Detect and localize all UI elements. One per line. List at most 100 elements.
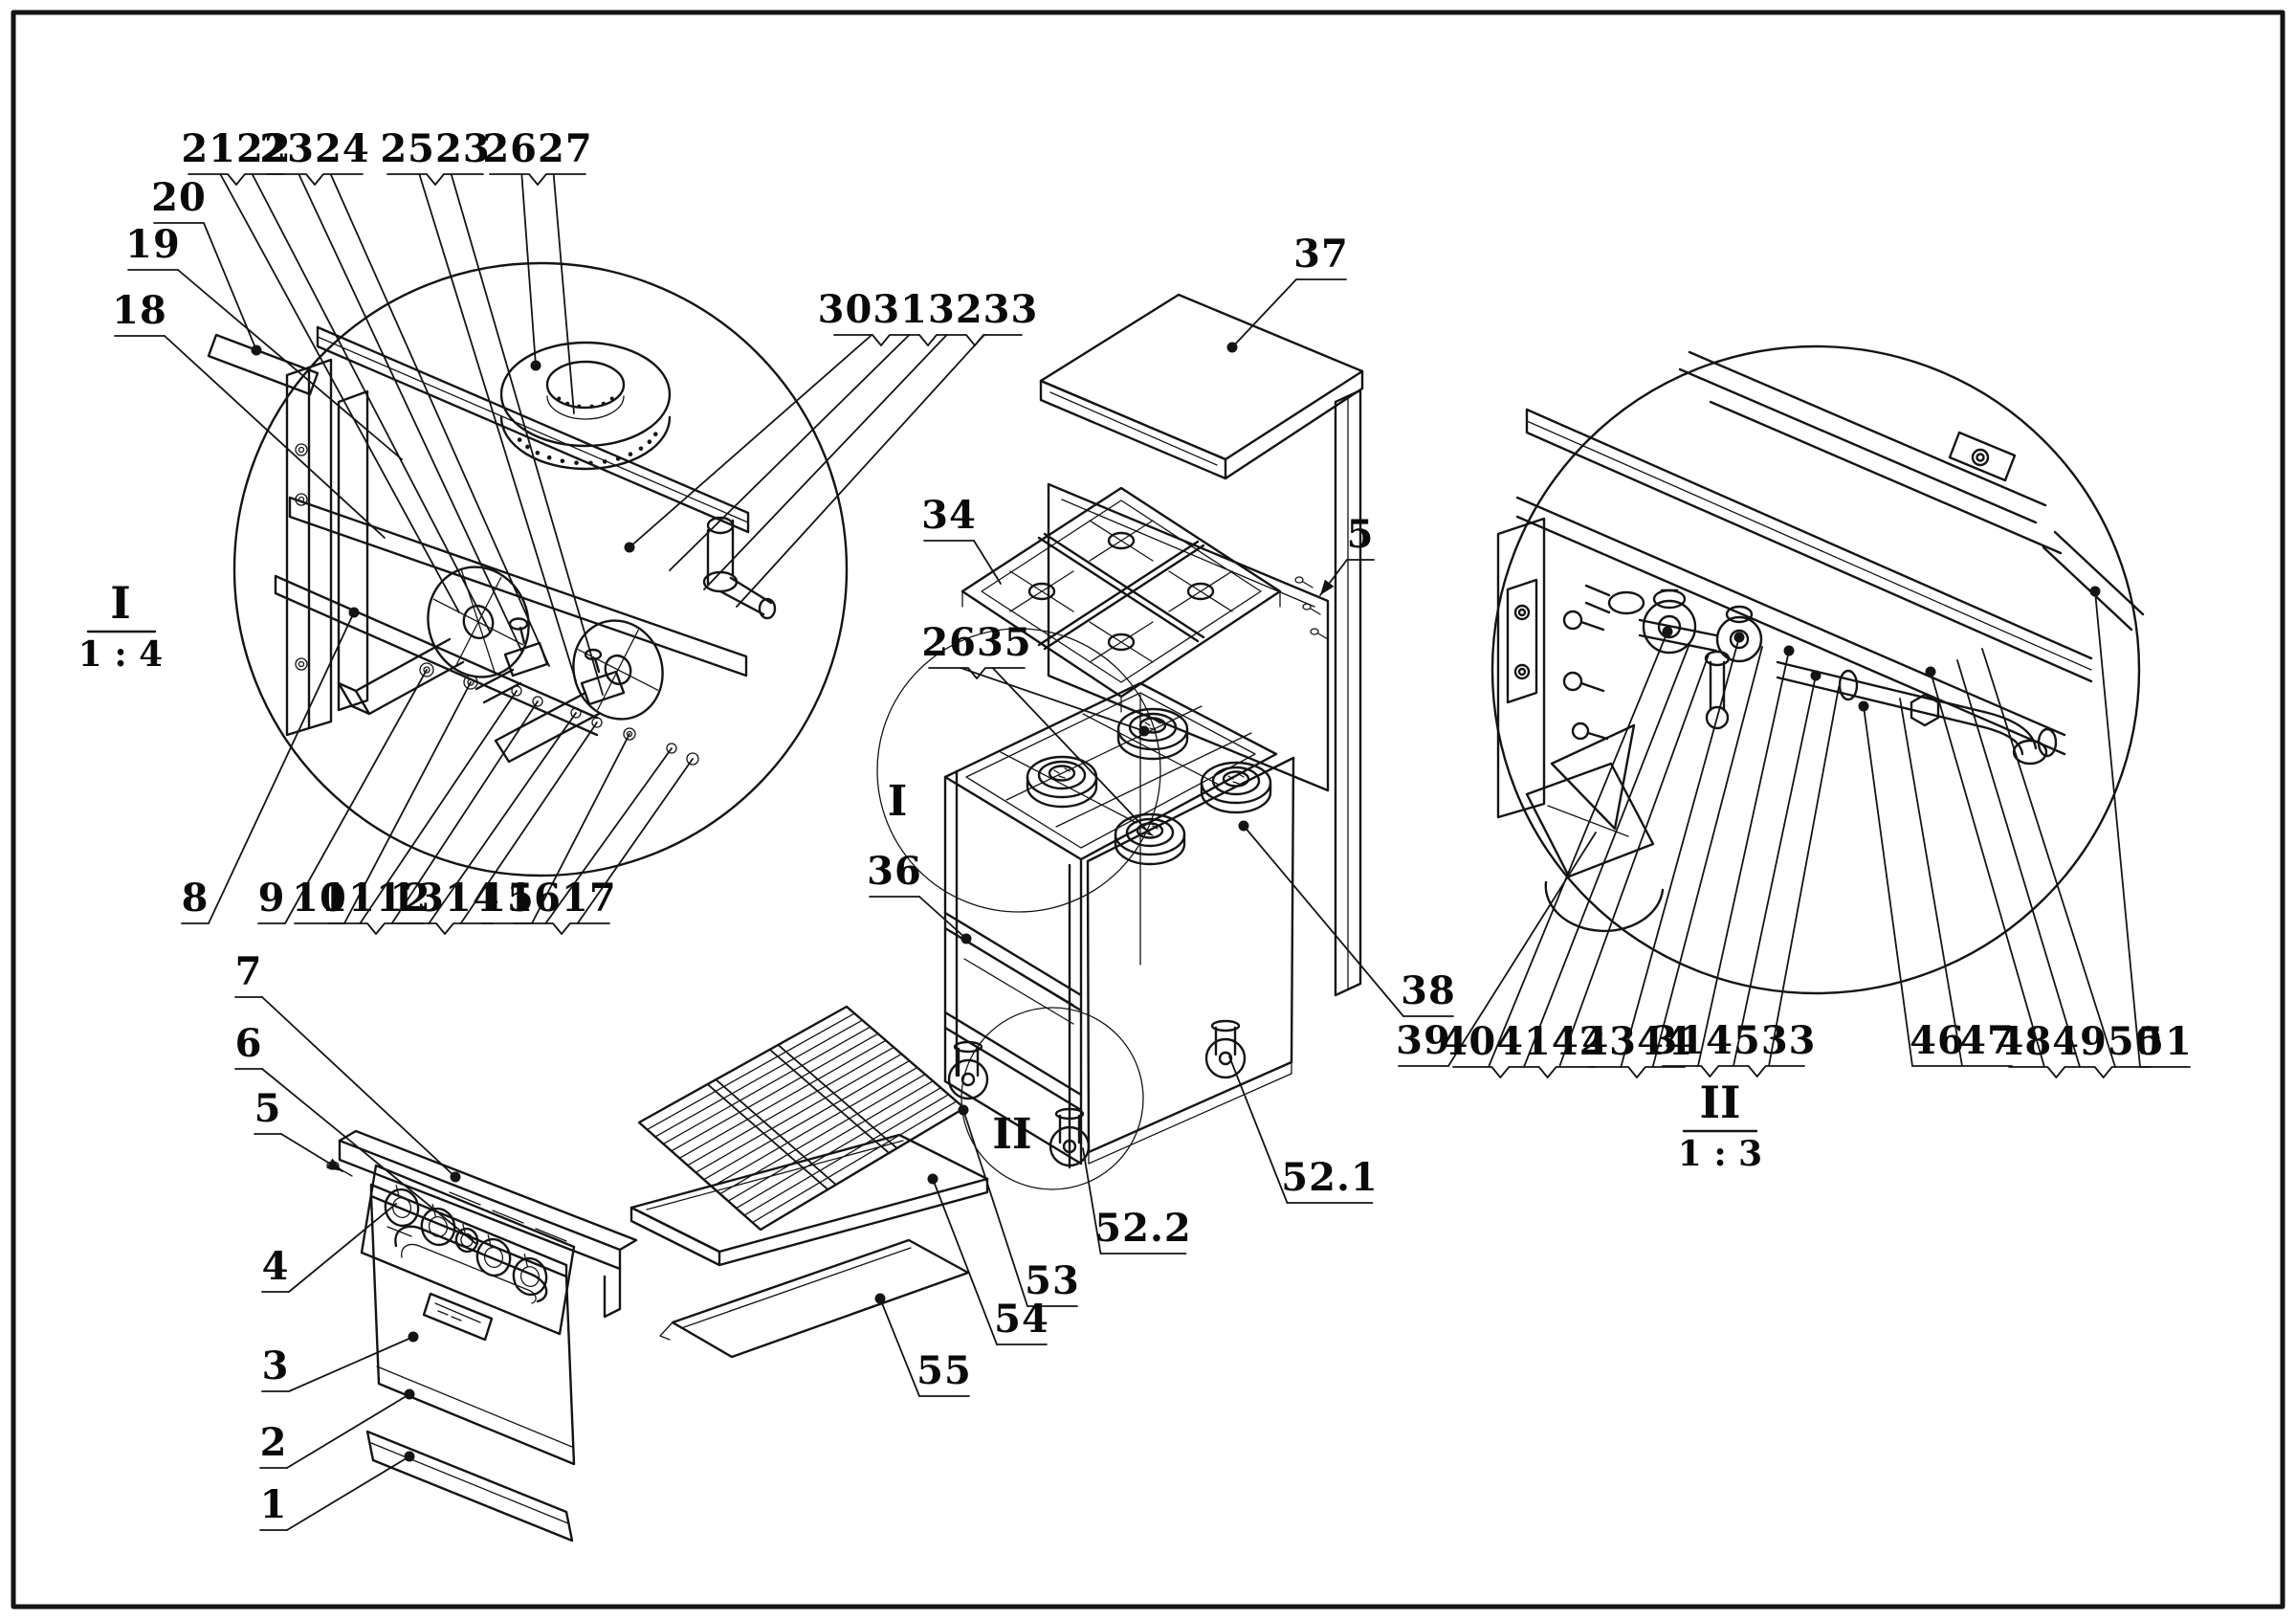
leader-line [703, 334, 948, 590]
callout-54: 54 [927, 1173, 1049, 1345]
leader-line [164, 335, 386, 539]
leader-line [208, 611, 355, 924]
leader-line [1768, 686, 1840, 1067]
leader-line [520, 173, 537, 366]
leader-line [298, 173, 523, 654]
side-panel-bottom [1088, 1061, 1292, 1165]
door-handle [394, 1225, 548, 1304]
leader-line [261, 996, 456, 1178]
leader-line [991, 667, 1152, 835]
leader-dot [958, 1104, 969, 1116]
leader-line [544, 747, 673, 924]
svg-text:404142: 404142 [1442, 1019, 1607, 1064]
burner-head [1200, 761, 1272, 814]
frame-bolts [295, 443, 308, 671]
callout-underline [928, 667, 1026, 679]
svg-text:34: 34 [921, 493, 977, 538]
callout-34: 34 [921, 493, 1002, 585]
callout-30313233: 30313233 [624, 287, 1039, 608]
callout-8: 8 [181, 607, 360, 924]
detail-view-I [207, 261, 849, 877]
leader-line [1899, 698, 1963, 1067]
callout-underline [513, 922, 610, 935]
leader-line [1863, 705, 1913, 1067]
svg-text:5: 5 [254, 1086, 282, 1131]
leader-dot [408, 1331, 419, 1343]
callout-7: 7 [234, 949, 461, 1183]
callout-underline [266, 173, 364, 186]
leader-dot [251, 344, 262, 356]
svg-text:1112: 1112 [320, 876, 430, 921]
top-rail [316, 325, 750, 534]
leader-dot [1238, 820, 1249, 832]
leader-line [962, 1109, 1028, 1307]
callout-52.1: 52.1 [1228, 1055, 1378, 1204]
callout-20: 20 [151, 175, 262, 356]
leader-line [552, 173, 575, 414]
left-channel [1496, 517, 1546, 819]
leader-dot [1858, 700, 1869, 712]
callout-52.2: 52.2 [1082, 1147, 1191, 1255]
leader-line [219, 173, 460, 613]
leader-line [1620, 636, 1740, 1068]
leader-line [736, 334, 985, 608]
callout-36: 36 [867, 849, 972, 944]
svg-text:38: 38 [1401, 968, 1456, 1013]
caster-wheel [1049, 1107, 1091, 1167]
grate-cell [1009, 570, 1074, 612]
leader-line [177, 269, 403, 460]
callout-46: 46 [1858, 700, 1964, 1067]
detail-title-II: II 1 : 3 [1678, 1077, 1762, 1174]
leader-line [459, 722, 598, 924]
leader-line [973, 540, 1002, 585]
burner-ring [499, 341, 672, 471]
detail-II-scale: 1 : 3 [1678, 1134, 1762, 1174]
leader-line [418, 173, 577, 682]
detail-circle-I [232, 261, 849, 877]
callout-47: 47 [1899, 698, 2014, 1067]
svg-text:30313233: 30313233 [818, 287, 1039, 332]
burner-head [1026, 755, 1098, 809]
back-panel-edge [1061, 499, 1315, 608]
callout-underline [1452, 1066, 1596, 1078]
callout-underline [396, 922, 494, 935]
callout-5: 5 [254, 1086, 343, 1172]
mixer-plate-b [572, 619, 664, 721]
svg-text:52.2: 52.2 [1094, 1206, 1191, 1251]
callout-6: 6 [234, 1021, 477, 1245]
callout-404142: 404142 [1442, 626, 1710, 1078]
callout-18: 18 [112, 288, 386, 539]
leader-line [288, 1336, 414, 1392]
svg-text:7: 7 [235, 949, 263, 994]
callout-19: 19 [125, 222, 403, 460]
svg-text:19: 19 [125, 222, 181, 267]
caster-wheel [1204, 1019, 1247, 1079]
leader-dot [927, 1173, 938, 1185]
leader-line [450, 173, 604, 696]
leader-dot [404, 1451, 415, 1462]
svg-text:55: 55 [916, 1348, 972, 1393]
svg-text:314533: 314533 [1651, 1018, 1817, 1063]
burner-head [1116, 707, 1189, 761]
leader-line [390, 700, 539, 924]
hob-frame-outer [943, 681, 1278, 861]
leader-line [1981, 648, 2116, 1068]
oven-rails [963, 939, 1074, 1025]
grate-cell [1089, 621, 1154, 663]
leader-dot [450, 1171, 461, 1183]
callout-2627: 2627 [482, 126, 592, 414]
svg-text:4344: 4344 [1581, 1019, 1691, 1064]
main-rail-edge [1526, 420, 2092, 671]
venturi-tube-b [494, 691, 601, 764]
callout-underline [1588, 1066, 1686, 1078]
control-panel [360, 1164, 576, 1336]
callout-484950: 484950 [1925, 648, 2162, 1078]
leader-dot [1138, 725, 1150, 737]
callout-15: 15 [479, 733, 630, 924]
callout-2324: 2324 [259, 126, 550, 667]
callout-5: 5 [1319, 512, 1375, 596]
leader-dot [1226, 342, 1238, 353]
callout-2635: 2635 [921, 620, 1152, 835]
svg-text:4: 4 [262, 1244, 290, 1289]
svg-text:37: 37 [1293, 232, 1349, 277]
